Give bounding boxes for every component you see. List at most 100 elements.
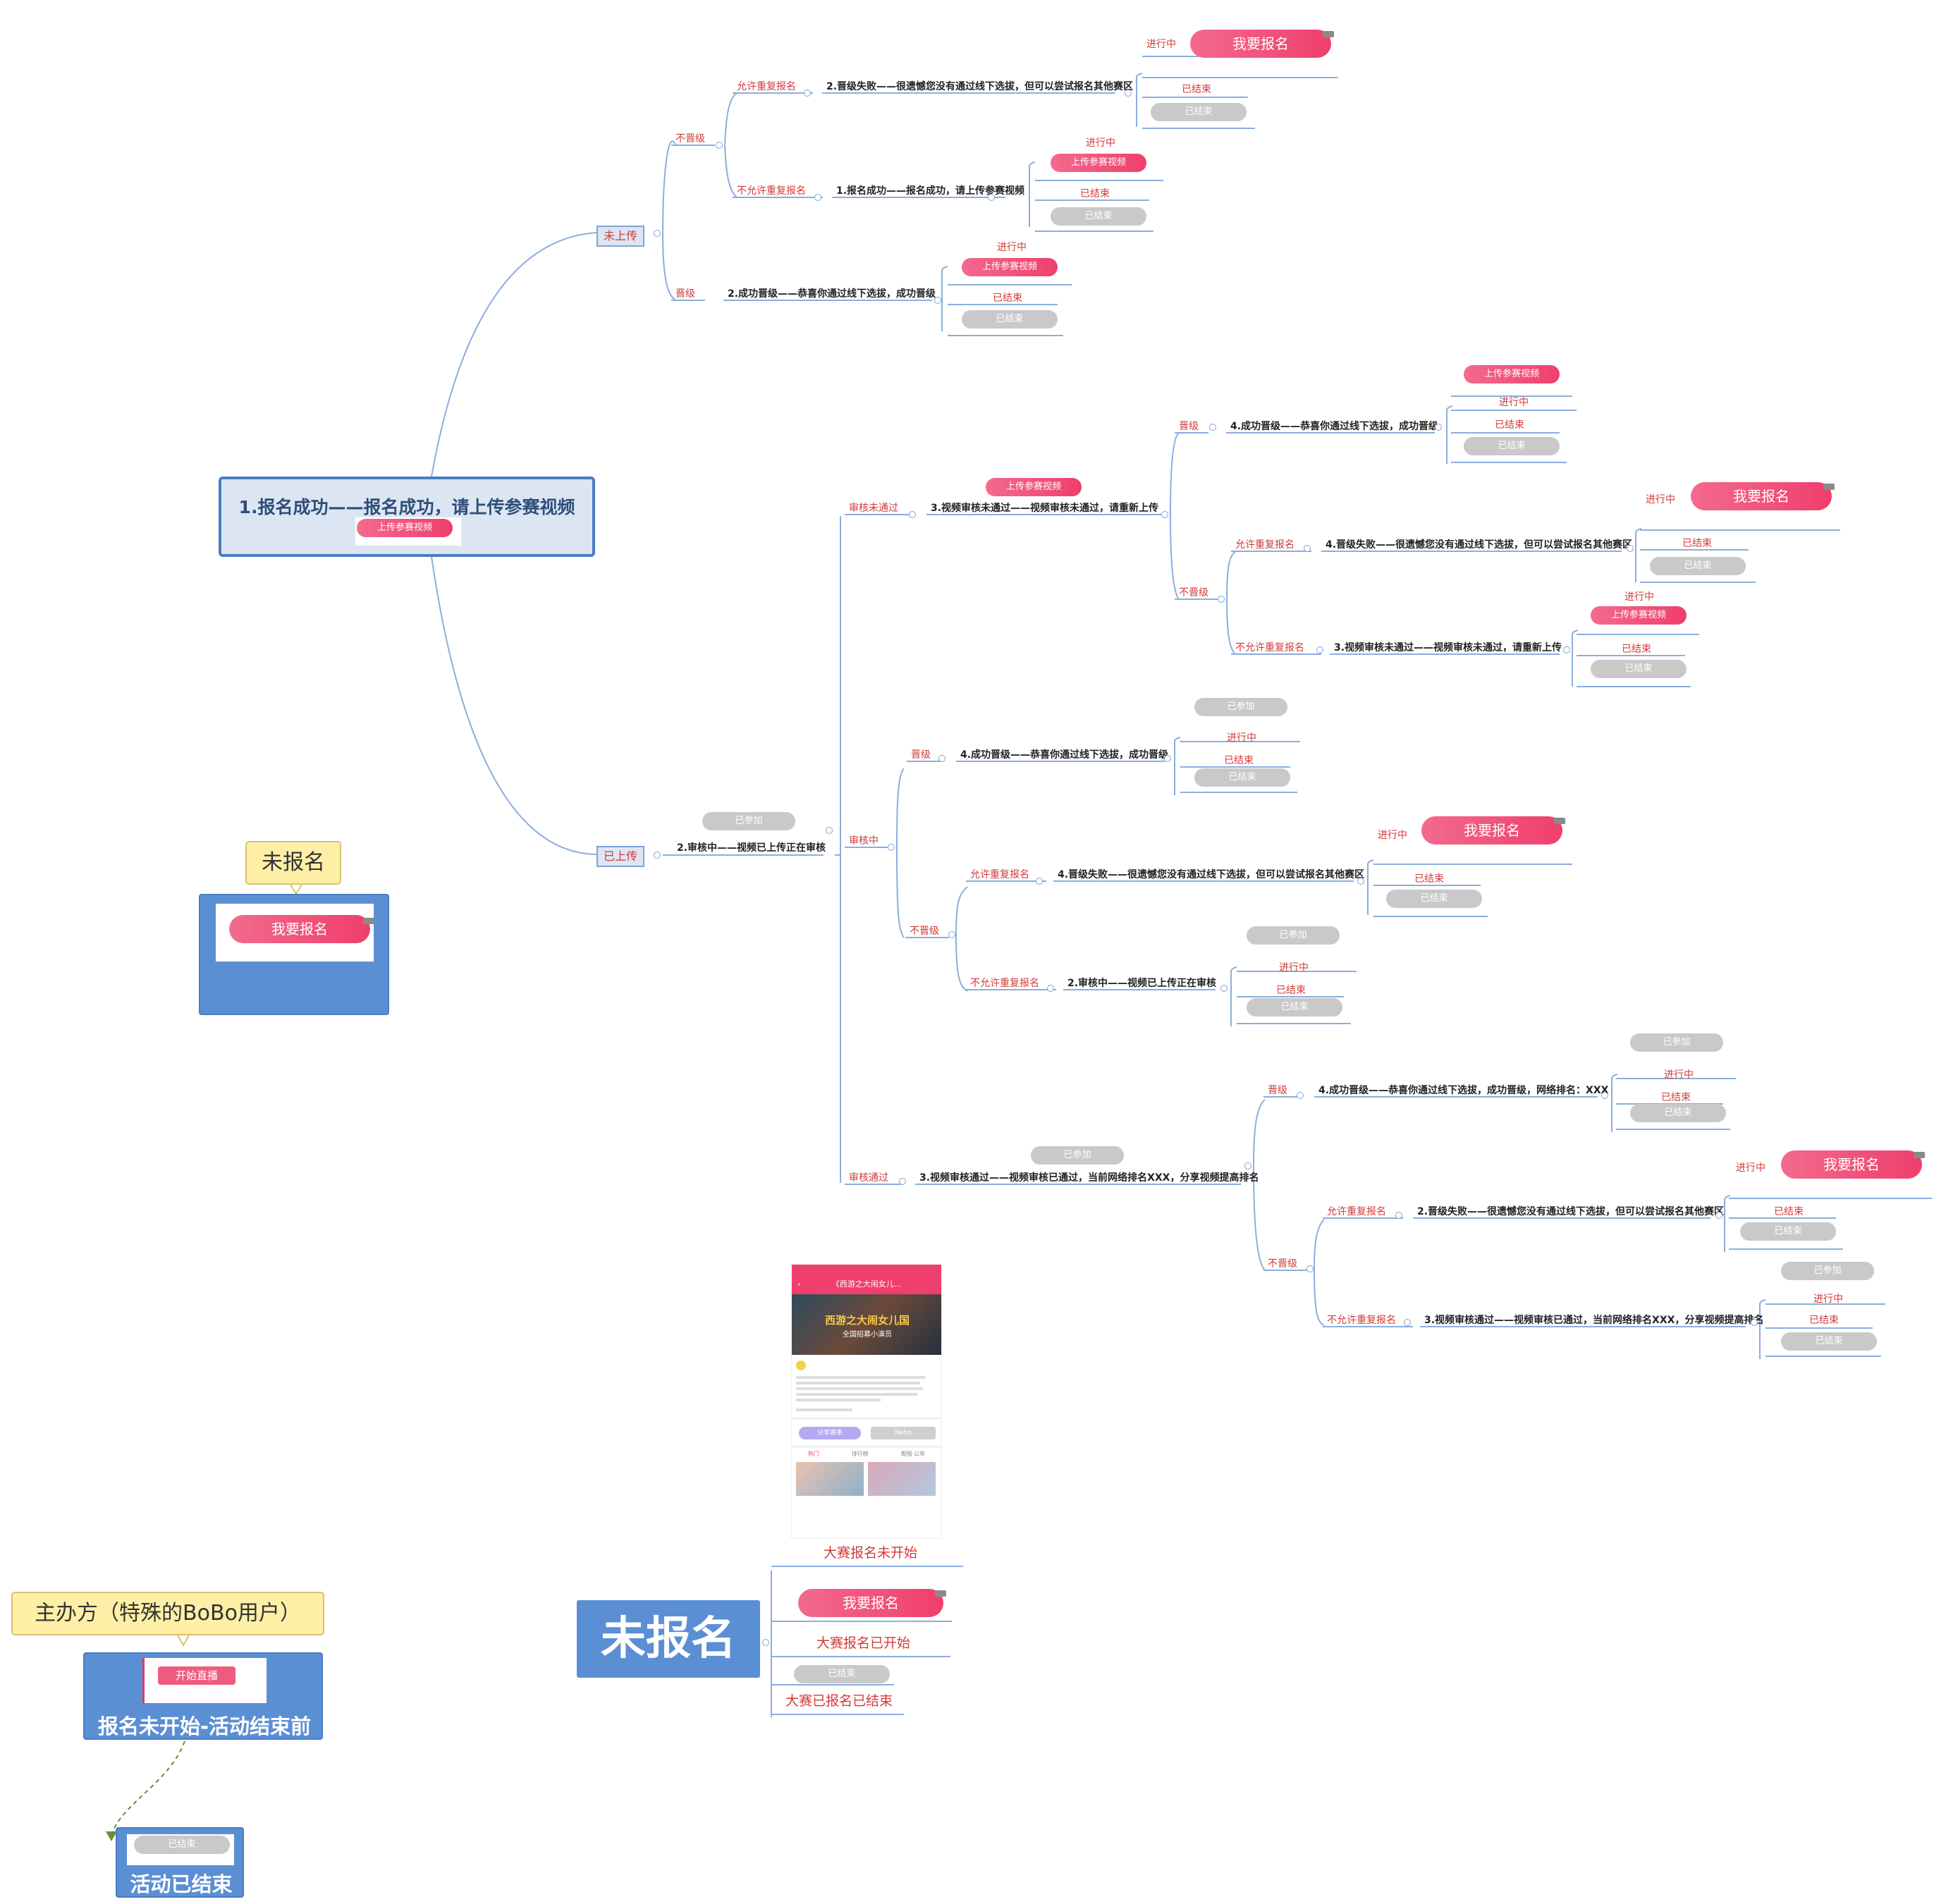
collapse-toggle-icon[interactable] (899, 1178, 906, 1185)
collapse-toggle-icon[interactable] (909, 511, 916, 518)
phone-poster: 西游之大闹女儿国 全国招募小演员 (792, 1294, 941, 1355)
message-promoted: 4.成功晋级——恭喜你通过线下选拔，成功晋级 (960, 749, 1169, 761)
signup-button[interactable]: 我要报名 (798, 1589, 943, 1617)
collapse-toggle-icon[interactable] (1306, 1265, 1314, 1272)
message-fail-other-region: 2.晋级失败——很遗憾您没有通过线下选拔，但可以尝试报名其他赛区 (826, 81, 1134, 92)
phone-header: ‹ 《西游之大闹女儿... (792, 1276, 941, 1294)
branch-disallow-repeat: 不允许重复报名 (1327, 1315, 1396, 1326)
branch-promoted: 晋级 (1179, 421, 1199, 432)
branch-allow-repeat: 允许重复报名 (737, 81, 796, 92)
signup-button[interactable]: 我要报名 (1691, 482, 1832, 510)
status-pill: 已参加 (1194, 698, 1287, 716)
message-review-rejected: 3.视频审核未通过——视频审核未通过，请重新上传 (1334, 642, 1562, 653)
upload-video-button[interactable]: 上传参赛视频 (1464, 365, 1560, 383)
collapse-toggle-icon[interactable] (1601, 1092, 1608, 1099)
collapse-toggle-icon[interactable] (1297, 1092, 1304, 1099)
collapse-toggle-icon[interactable] (804, 90, 811, 97)
thumbnail-image[interactable] (868, 1462, 936, 1496)
collapse-toggle-icon[interactable] (934, 297, 941, 304)
status-ended: 已结束 (1414, 873, 1444, 885)
message-fail-other-region: 2.晋级失败——很遗憾您没有通过线下选拔，但可以尝试报名其他赛区 (1417, 1206, 1725, 1217)
status-registered-ended: 大赛已报名已结束 (785, 1693, 893, 1709)
status-pill: 已结束 (1630, 1104, 1726, 1122)
tab-nearby[interactable]: 周围·公布 (900, 1450, 926, 1457)
collapse-toggle-icon[interactable] (654, 230, 661, 237)
collapse-toggle-icon[interactable] (888, 844, 895, 851)
collapse-toggle-icon[interactable] (1563, 646, 1570, 653)
collapse-toggle-icon[interactable] (762, 1639, 769, 1646)
organizer-callout: 主办方（特殊的BoBo用户） (11, 1592, 324, 1635)
branch-disallow-repeat: 不允许重复报名 (1235, 642, 1304, 653)
status-pill: 已结束 (1194, 768, 1290, 787)
collapse-toggle-icon[interactable] (1047, 985, 1054, 992)
message-reviewing: 2.审核中——视频已上传正在审核 (1067, 978, 1217, 989)
collapse-toggle-icon[interactable] (1627, 545, 1634, 552)
collapse-toggle-icon[interactable] (1395, 1212, 1402, 1219)
collapse-toggle-icon[interactable] (1751, 1319, 1758, 1326)
collapse-toggle-icon[interactable] (1220, 985, 1228, 992)
share-contest-button[interactable]: 分享赛事 (799, 1427, 861, 1439)
collapse-toggle-icon[interactable] (1209, 424, 1216, 431)
back-icon[interactable]: ‹ (797, 1279, 801, 1289)
signup-button-left[interactable]: 我要报名 (229, 915, 370, 943)
status-in-progress: 进行中 (1646, 494, 1675, 505)
branch-allow-repeat: 允许重复报名 (970, 869, 1029, 880)
follow-button[interactable]: Nebo (871, 1427, 936, 1439)
status-in-progress: 进行中 (1378, 830, 1407, 841)
branch-disallow-repeat: 不允许重复报名 (970, 978, 1039, 989)
collapse-toggle-icon[interactable] (1161, 511, 1168, 518)
poster-title: 西游之大闹女儿国 (824, 1314, 910, 1327)
collapse-toggle-icon[interactable] (1435, 424, 1442, 431)
message-fail-other-region: 4.晋级失败——很遗憾您没有通过线下选拔，但可以尝试报名其他赛区 (1326, 539, 1633, 551)
collapse-toggle-icon[interactable] (1304, 545, 1311, 552)
root-title: 1.报名成功——报名成功，请上传参赛视频 (238, 497, 575, 517)
collapse-toggle-icon[interactable] (1164, 755, 1171, 762)
status-pill: 已结束 (1464, 437, 1560, 455)
collapse-toggle-icon[interactable] (1357, 878, 1364, 885)
collapse-toggle-icon[interactable] (654, 852, 661, 859)
button-tab-marker (363, 918, 374, 924)
status-ended: 已结束 (1809, 1315, 1839, 1326)
status-in-progress: 进行中 (1146, 39, 1176, 50)
upload-video-button[interactable]: 上传参赛视频 (986, 478, 1082, 496)
root-node: 1.报名成功——报名成功，请上传参赛视频 (219, 477, 595, 557)
upload-video-button[interactable]: 上传参赛视频 (962, 258, 1058, 276)
status-ended: 已结束 (1622, 644, 1651, 655)
start-live-button[interactable]: 开始直播 (158, 1666, 235, 1685)
message-review-passed: 3.视频审核通过——视频审核已通过，当前网络排名XXX，分享视频提高排名 (919, 1172, 1259, 1184)
tab-hot[interactable]: 热门 (807, 1450, 819, 1457)
status-in-progress: 进行中 (1227, 732, 1256, 744)
root-upload-button[interactable]: 上传参赛视频 (357, 519, 453, 537)
status-pill: 已结束 (1051, 207, 1146, 226)
signup-button[interactable]: 我要报名 (1190, 30, 1331, 58)
upload-video-button[interactable]: 上传参赛视频 (1591, 606, 1687, 625)
signup-button[interactable]: 我要报名 (1421, 816, 1562, 844)
status-ended: 已结束 (1774, 1206, 1804, 1217)
collapse-toggle-icon[interactable] (948, 931, 955, 938)
not-registered-box (199, 894, 389, 1015)
collapse-toggle-icon[interactable] (1218, 596, 1225, 603)
collapse-toggle-icon[interactable] (1404, 1319, 1411, 1326)
signup-button[interactable]: 我要报名 (1781, 1150, 1922, 1179)
collapse-toggle-icon[interactable] (1036, 878, 1043, 885)
status-pill: 已参加 (1247, 926, 1340, 945)
status-ended: 已结束 (1661, 1092, 1691, 1103)
callout-label: 未报名 (262, 850, 325, 875)
collapse-toggle-icon[interactable] (716, 142, 723, 149)
branch-review-failed: 审核未通过 (849, 503, 898, 514)
branch-reviewing: 审核中 (849, 835, 879, 847)
collapse-toggle-icon[interactable] (1316, 646, 1323, 653)
collapse-toggle-icon[interactable] (938, 755, 945, 762)
collapse-toggle-icon[interactable] (814, 194, 821, 201)
upload-video-button[interactable]: 上传参赛视频 (1051, 154, 1146, 172)
collapse-toggle-icon[interactable] (826, 827, 833, 834)
collapse-toggle-icon[interactable] (1244, 1162, 1251, 1169)
collapse-toggle-icon[interactable] (988, 194, 995, 201)
thumbnail-image[interactable] (796, 1462, 864, 1496)
collapse-toggle-icon[interactable] (1715, 1212, 1722, 1219)
tab-rank[interactable]: 排行榜 (851, 1450, 869, 1457)
collapse-toggle-icon[interactable] (1125, 90, 1132, 97)
branch-not-promoted: 不晋级 (910, 926, 939, 937)
branch-not-promoted: 不晋级 (675, 133, 705, 145)
category-uploaded: 已上传 (596, 846, 645, 867)
